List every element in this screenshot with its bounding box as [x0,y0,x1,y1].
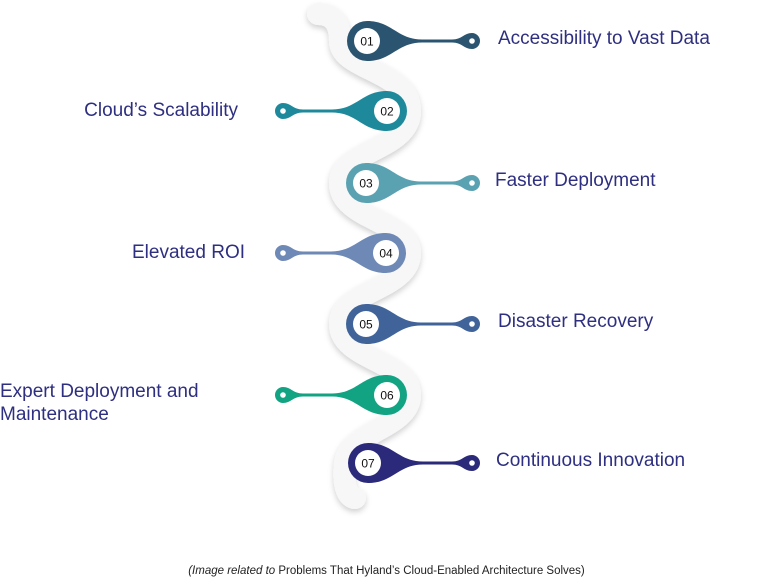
connector-tail [368,443,480,483]
end-dot [469,460,475,466]
step-label-06: Expert Deployment and Maintenance [0,381,199,425]
step-label-04: Elevated ROI [132,242,245,263]
step-number: 07 [361,457,375,471]
connector-tail [366,163,480,203]
end-dot [469,321,475,327]
serpentine-path [307,3,422,509]
step-label-07: Continuous Innovation [496,450,686,471]
step-ring-inner [355,450,381,476]
step-marker-07: 07 [348,443,480,483]
step-marker-06: 06 [275,375,407,415]
step-number: 05 [359,318,373,332]
step-ring-inner [374,382,400,408]
end-dot [280,392,286,398]
step-marker-02: 02 [275,91,407,131]
step-ring-inner [353,311,379,337]
end-dot [280,108,286,114]
step-number: 04 [379,247,393,261]
step-label-02: Cloud’s Scalability [84,100,238,121]
end-dot [469,180,475,186]
connector-tail [275,375,387,415]
step-ring-inner [354,28,380,54]
connector-tail [366,304,480,344]
step-label-03: Faster Deployment [495,170,656,191]
step-number: 01 [360,35,374,49]
step-label-05: Disaster Recovery [498,311,654,332]
step-number: 02 [380,105,394,119]
step-marker-01: 01 [347,21,480,61]
step-marker-05: 05 [346,304,480,344]
step-number: 06 [380,389,394,403]
image-caption: (Image related to Problems That Hyland’s… [0,565,773,577]
caption-text: Problems That Hyland’s Cloud-Enabled Arc… [278,565,585,577]
connector-tail [275,233,386,273]
connector-tail [367,21,480,61]
step-ring-inner [353,170,379,196]
connector-tail [275,91,387,131]
end-dot [469,38,475,44]
end-dot [280,250,286,256]
step-number: 03 [359,177,373,191]
step-label-01: Accessibility to Vast Data [498,28,710,49]
step-marker-04: 04 [275,233,406,273]
step-ring-inner [374,98,400,124]
step-marker-03: 03 [346,163,480,203]
step-ring-inner [373,240,399,266]
caption-prefix: (Image related to [188,565,276,577]
